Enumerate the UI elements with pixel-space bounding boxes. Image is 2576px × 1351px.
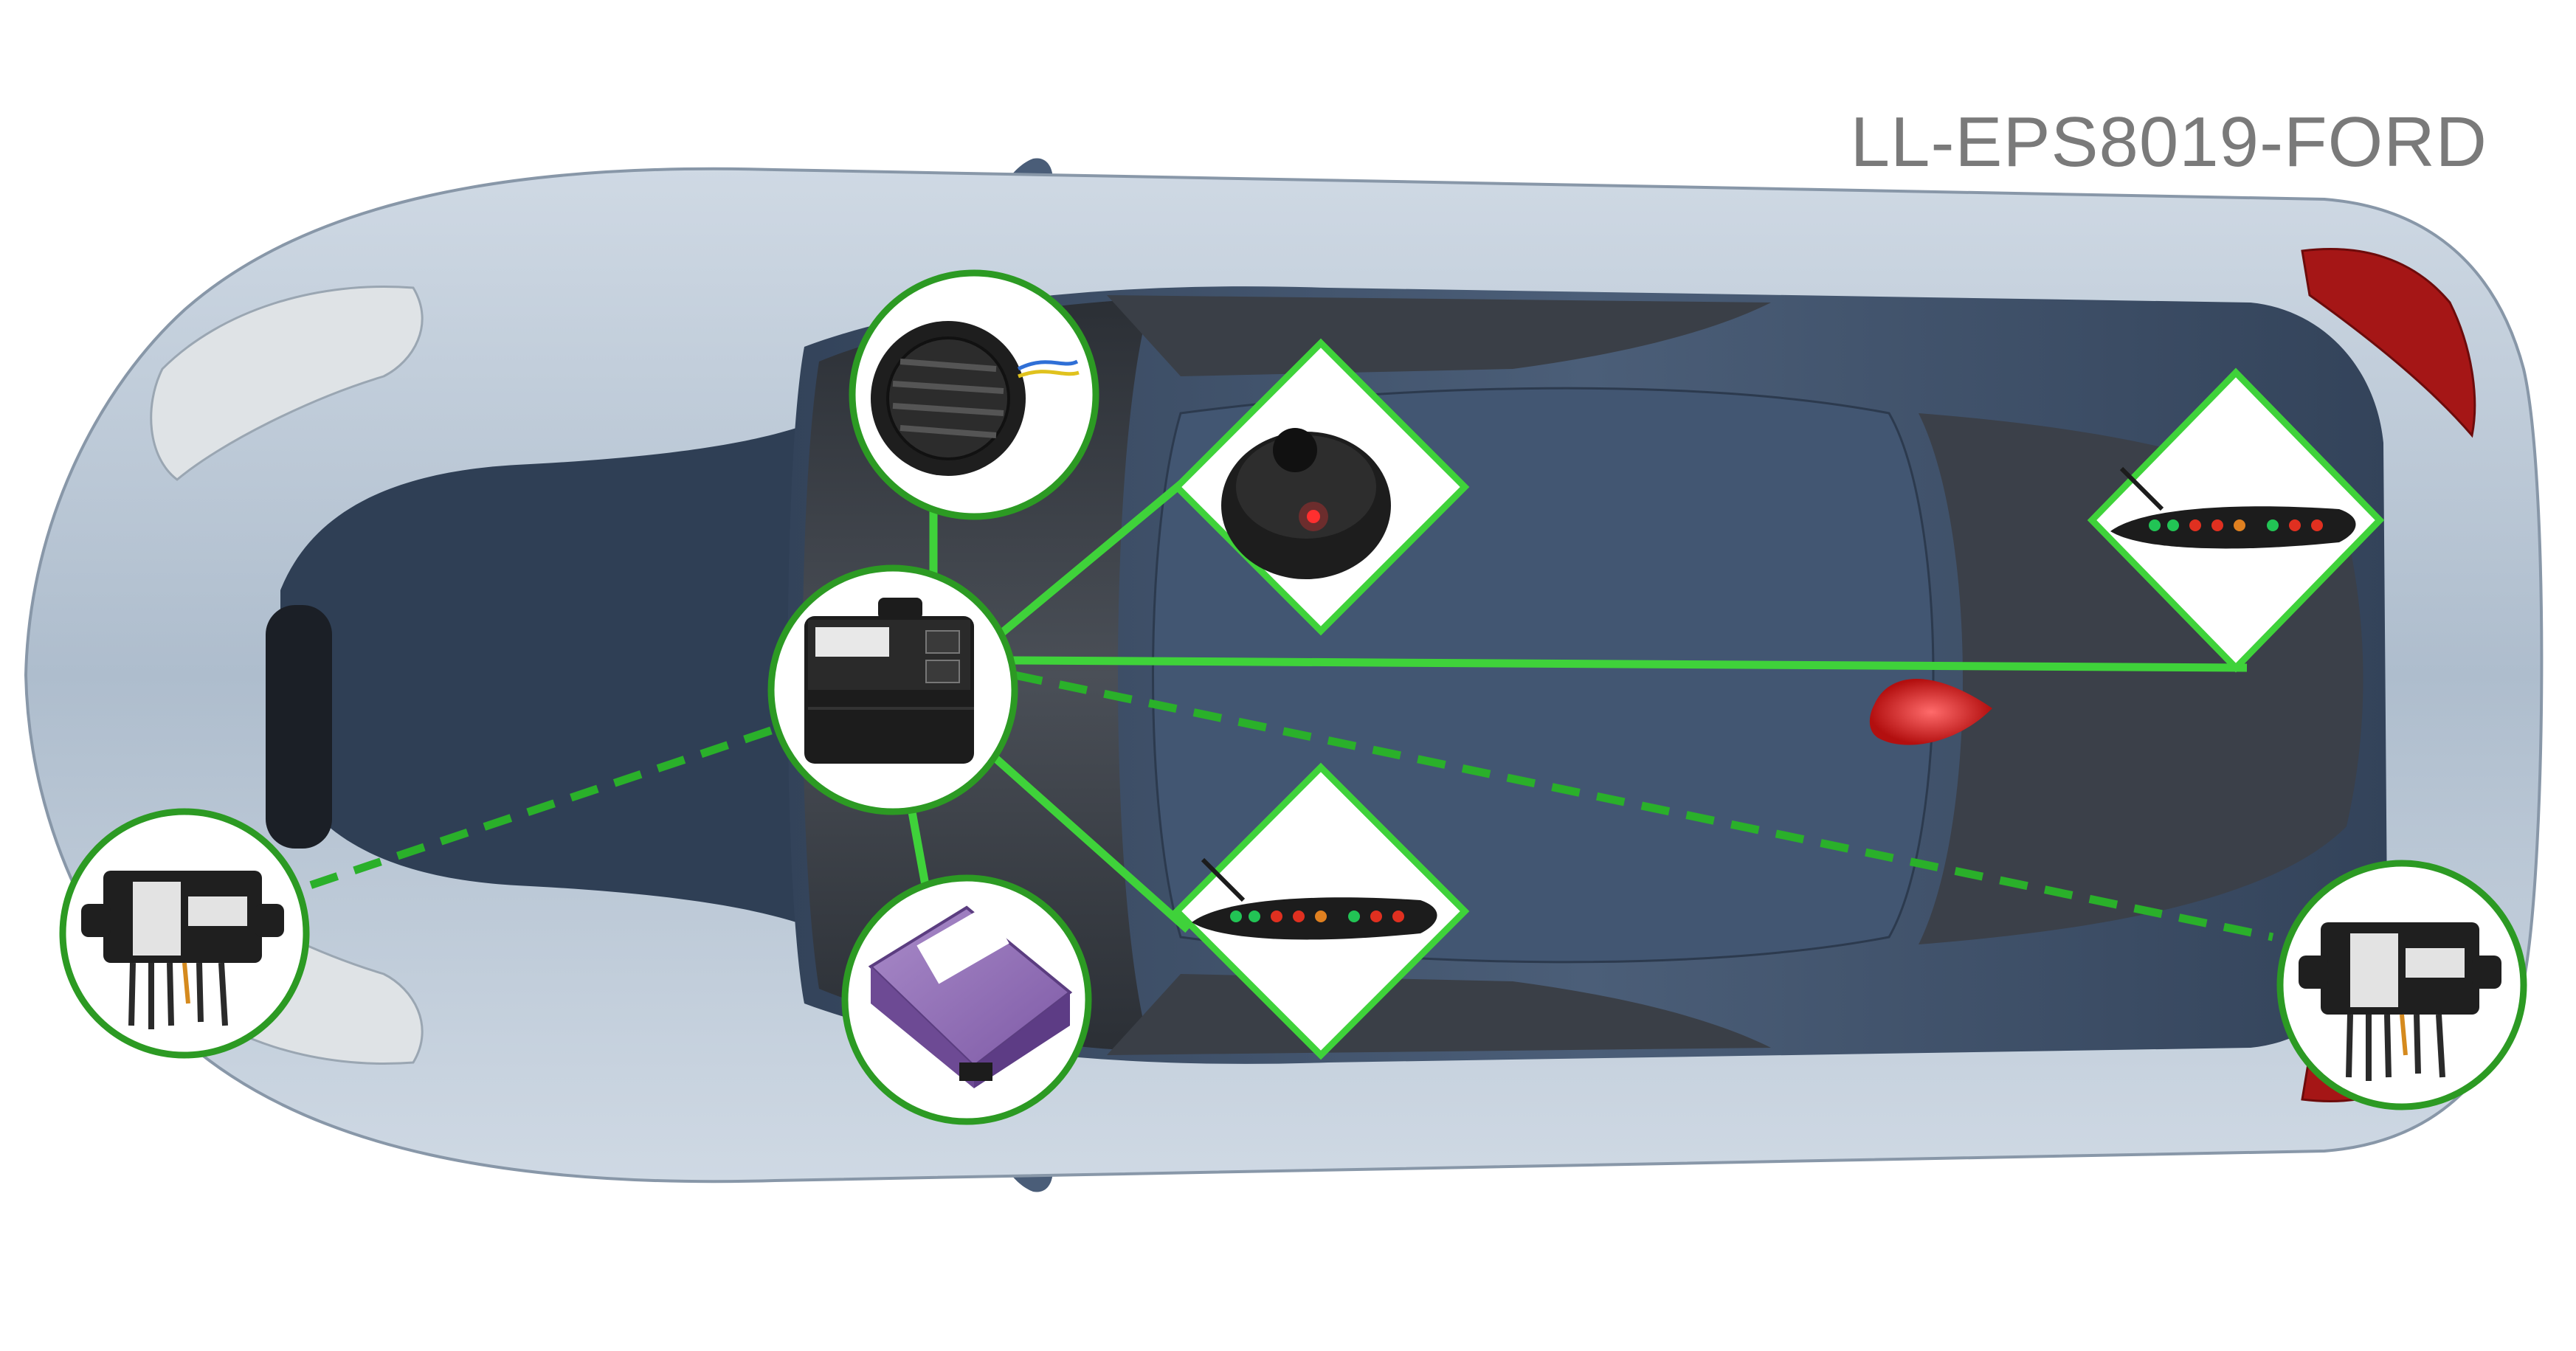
led-display-icon <box>2110 466 2356 549</box>
led-display-icon <box>1192 857 1437 940</box>
hood <box>280 413 834 937</box>
sensor-module-icon <box>2299 922 2501 1081</box>
can-interface-module-icon <box>868 905 1073 1088</box>
wire-to-rear-sensor <box>1013 671 2274 941</box>
buzzer-node <box>849 269 1099 520</box>
control-module-icon <box>804 598 974 764</box>
rear-sensor-module-node <box>2276 860 2527 1110</box>
led-button-icon <box>1221 428 1391 579</box>
wire-to-can-interface <box>907 807 930 890</box>
side-window-top <box>1107 295 1771 376</box>
front-display-node <box>1172 762 1470 1060</box>
can-interface-node <box>841 874 1092 1125</box>
led-button-node <box>1172 338 1470 636</box>
control-unit-node <box>767 564 1018 815</box>
wire-to-led-button <box>997 474 1191 638</box>
headlight-top <box>150 285 424 481</box>
car-illustration <box>24 158 2544 1192</box>
wire-to-rear-display <box>1010 656 2248 672</box>
hood-vent <box>266 605 332 849</box>
rear-display-node <box>2087 367 2385 673</box>
center-brake-light <box>1869 679 1992 745</box>
connection-lines <box>308 474 2274 941</box>
product-code-title: LL-EPS8019-FORD <box>1850 103 2487 182</box>
speaker-buzzer-icon <box>871 321 1080 476</box>
tail-light-top <box>2301 248 2476 438</box>
sensor-module-icon <box>81 871 284 1029</box>
wire-to-front-display <box>982 745 1191 933</box>
wire-to-front-sensor <box>308 726 773 890</box>
front-sensor-module-node <box>59 808 310 1059</box>
